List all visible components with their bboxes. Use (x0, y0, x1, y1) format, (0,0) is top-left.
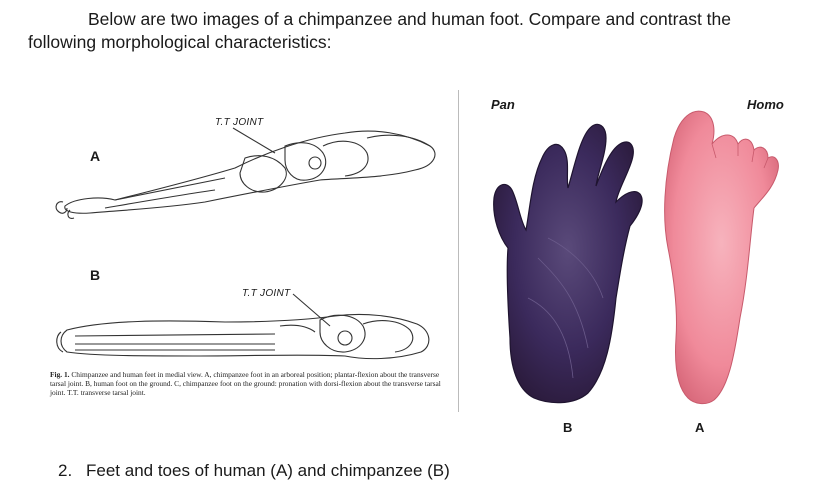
question-2-number: 2. (58, 461, 73, 480)
caption-text: Chimpanzee and human feet in medial view… (50, 370, 441, 398)
figure-label-a: A (90, 148, 101, 164)
figure-label-b: B (90, 267, 101, 283)
question-2-text: Feet and toes of human (A) and chimpanze… (86, 461, 450, 480)
figure-caption: Fig. 1. Chimpanzee and human feet in med… (50, 370, 455, 398)
figure-divider (458, 90, 459, 412)
question-2: 2. Feet and toes of human (A) and chimpan… (58, 461, 450, 481)
intro-line-2: following morphological characteristics: (28, 32, 332, 52)
skeletal-feet-illustration (55, 127, 436, 360)
joint-label-a: T.T JOINT (215, 117, 264, 128)
foot-label-b: B (563, 420, 573, 435)
intro-line-1: Below are two images of a chimpanzee and… (88, 9, 732, 29)
foot-label-a: A (695, 420, 705, 435)
homo-label: Homo (747, 97, 784, 112)
joint-label-b: T.T JOINT (242, 288, 291, 299)
caption-fig-number: Fig. 1. (50, 370, 70, 379)
pan-label: Pan (491, 97, 515, 112)
human-foot (664, 110, 779, 405)
feet-sole-photos (493, 110, 779, 405)
chimp-foot (493, 123, 643, 404)
intro-text: Below are two images of a chimpanzee and… (28, 8, 818, 54)
